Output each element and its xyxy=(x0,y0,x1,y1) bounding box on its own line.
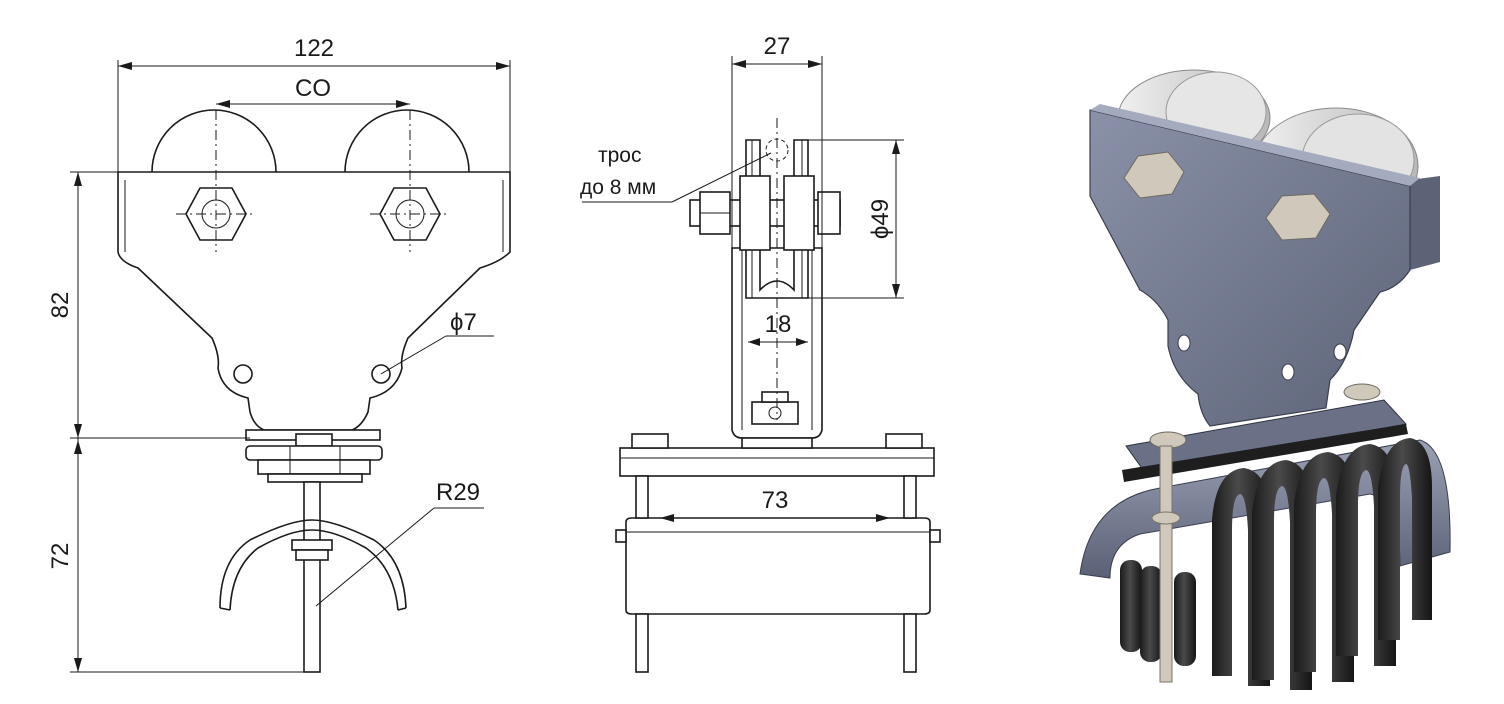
dim-lower-height: 72 xyxy=(47,543,74,570)
dim-inner-gap: 18 xyxy=(765,311,792,338)
dim-wheel-diameter: ϕ49 xyxy=(867,199,894,239)
dim-wheel-spacing: CO xyxy=(295,75,331,102)
dim-upper-height: 82 xyxy=(47,292,74,319)
dim-hole-diameter: ϕ7 xyxy=(450,309,477,336)
render-rod xyxy=(1159,445,1173,683)
dim-side-width: 27 xyxy=(764,33,791,60)
render-3d xyxy=(1079,69,1451,690)
side-top-plate xyxy=(619,447,935,477)
side-clamp-box xyxy=(625,517,931,615)
side-rod-left xyxy=(635,613,649,673)
render-bolt-left xyxy=(1123,151,1185,199)
dim-overall-width: 122 xyxy=(294,35,334,62)
dim-saddle-radius: R29 xyxy=(436,479,480,506)
side-view xyxy=(615,118,941,673)
front-hole-left xyxy=(233,364,253,384)
front-saddle xyxy=(219,519,407,609)
dim-plate-width: 73 xyxy=(762,487,789,514)
note-cable-line1: трос xyxy=(598,144,641,167)
render-cables xyxy=(1120,438,1432,690)
note-cable-line2: до 8 мм xyxy=(580,176,656,199)
side-rod-right xyxy=(903,613,917,673)
front-plate xyxy=(117,171,511,431)
render-bolt-right xyxy=(1265,193,1331,241)
front-view xyxy=(117,109,511,673)
front-rod xyxy=(303,481,321,673)
side-dimensions: 27 ϕ49 18 73 трос до 8 мм xyxy=(580,33,904,522)
front-dimensions: 122 CO 82 72 ϕ7 R29 xyxy=(47,35,511,673)
front-wheel-left xyxy=(151,109,277,173)
front-wheel-right xyxy=(344,109,470,173)
